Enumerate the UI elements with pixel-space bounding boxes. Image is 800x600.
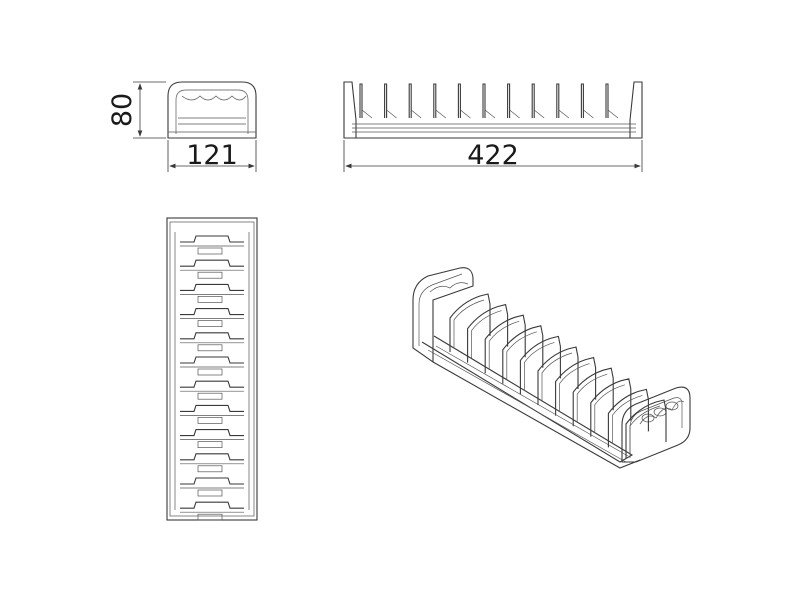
divider-inner: [541, 352, 573, 401]
divider: [590, 378, 632, 437]
length-dimension: 422: [343, 140, 643, 172]
divider: [384, 83, 388, 118]
end-view: [167, 81, 257, 139]
height-dimension: 80: [107, 81, 166, 139]
slot: [180, 501, 244, 509]
divider-inner: [506, 331, 537, 380]
divider: [625, 399, 667, 458]
divider-brace: [484, 109, 496, 119]
divider: [449, 293, 491, 352]
slot: [180, 356, 244, 364]
slot: [180, 429, 244, 437]
slot-tab: [197, 513, 223, 521]
divider: [467, 303, 509, 363]
depth-dimension: 121: [167, 140, 257, 172]
divider: [408, 83, 412, 118]
divider: [531, 83, 535, 118]
divider: [556, 83, 560, 118]
isometric-view: [412, 267, 691, 469]
slot-tab: [197, 247, 223, 255]
divider: [572, 367, 614, 427]
divider: [484, 314, 526, 374]
length-label: 422: [467, 140, 519, 171]
divider: [433, 83, 437, 118]
slot: [180, 380, 244, 388]
slot: [180, 477, 244, 485]
divider: [359, 83, 363, 118]
divider-inner: [453, 299, 485, 348]
divider-brace: [410, 109, 422, 119]
top-view: [166, 217, 258, 521]
slot: [180, 308, 244, 316]
slot-tab: [197, 344, 223, 352]
divider-brace: [607, 109, 619, 119]
front-dividers: [359, 83, 619, 119]
iso-dividers: [449, 293, 667, 458]
slot: [180, 332, 244, 340]
divider-inner: [524, 342, 555, 391]
slot-tab: [197, 296, 223, 303]
slot-tab: [197, 320, 223, 327]
divider-brace: [386, 109, 397, 119]
divider-inner: [488, 320, 520, 370]
divider: [580, 83, 584, 118]
slot: [180, 259, 244, 267]
divider: [502, 325, 544, 384]
divider-brace: [361, 109, 373, 119]
slot-tab: [197, 465, 223, 473]
divider-inner: [559, 363, 590, 412]
divider-inner: [629, 405, 661, 454]
divider-brace: [435, 109, 447, 119]
divider-brace: [460, 109, 471, 119]
slot: [180, 453, 244, 461]
divider-brace: [558, 109, 570, 119]
divider: [457, 83, 461, 118]
depth-label: 121: [186, 140, 238, 171]
front-view: [343, 81, 643, 139]
slot-tab: [197, 417, 223, 424]
slot-tab: [197, 489, 223, 497]
divider: [555, 356, 597, 416]
slot: [180, 283, 244, 291]
slot-tab: [197, 392, 223, 400]
slot-tab: [197, 368, 223, 376]
divider-inner: [612, 395, 643, 444]
height-label: 80: [107, 93, 138, 127]
top-slots: [180, 235, 244, 521]
slot: [180, 235, 244, 243]
divider: [605, 83, 609, 118]
divider-brace: [533, 109, 545, 119]
divider-inner: [576, 373, 608, 423]
divider-inner: [471, 310, 502, 359]
divider: [507, 83, 511, 118]
divider-brace: [509, 109, 520, 119]
divider: [482, 83, 486, 118]
slot-tab: [197, 441, 223, 448]
divider-inner: [594, 384, 625, 433]
divider: [607, 388, 649, 448]
slot: [180, 404, 244, 412]
slot-tab: [197, 271, 223, 279]
divider: [519, 335, 561, 395]
divider: [537, 346, 579, 405]
divider-brace: [583, 109, 594, 119]
